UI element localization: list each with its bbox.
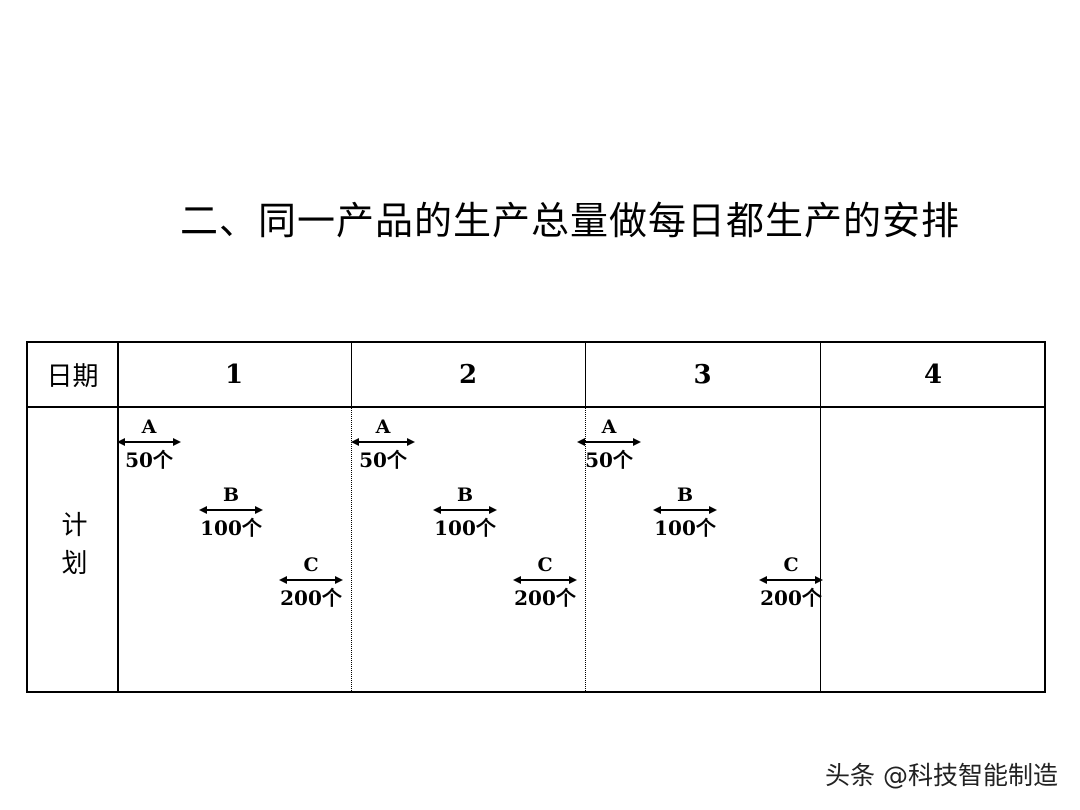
task-quantity: 200个 [514,586,576,610]
double-arrow-icon [513,576,577,584]
task-3-c: C 200个 [756,555,826,609]
label-column [28,343,119,691]
double-arrow-icon [117,438,181,446]
task-3-a: A 50个 [574,417,644,471]
task-1-a: A 50个 [114,417,184,471]
double-arrow-icon [759,576,823,584]
header-divider-2 [585,343,586,406]
task-quantity: 100个 [434,516,496,540]
day-header-4: 4 [923,359,943,390]
day-header-1: 1 [224,359,244,390]
source-watermark: 头条 @科技智能制造 [825,761,1058,790]
task-quantity: 50个 [359,448,407,472]
task-name: C [783,554,799,576]
date-label: 日期 [46,362,99,392]
task-quantity: 200个 [760,586,822,610]
task-2-a: A 50个 [348,417,418,471]
day-divider-3 [820,343,821,691]
plan-label: 计划 [57,511,87,587]
task-quantity: 50个 [585,448,633,472]
task-3-b: B 100个 [650,485,720,539]
task-name: A [375,416,391,438]
double-arrow-icon [577,438,641,446]
task-quantity: 50个 [125,448,173,472]
header-divider-1 [351,343,352,406]
task-name: C [537,554,553,576]
double-arrow-icon [351,438,415,446]
page-title-text: 二、同一产品的生产总量做每日都生产的安排 [179,199,960,243]
task-1-c: C 200个 [276,555,346,609]
task-name: A [601,416,617,438]
date-header-row [28,343,1044,408]
task-1-b: B 100个 [196,485,266,539]
task-name: B [676,484,694,506]
task-name: A [141,416,157,438]
double-arrow-icon [433,506,497,514]
day-header-2: 2 [458,359,478,390]
plan-divider-2 [585,406,586,691]
task-name: B [456,484,474,506]
task-quantity: 100个 [200,516,262,540]
double-arrow-icon [653,506,717,514]
task-2-b: B 100个 [430,485,500,539]
schedule-table: 日期 计划 1 2 3 4 A 50个 B 100个 C 200个 A 50个 … [26,341,1046,693]
task-2-c: C 200个 [510,555,580,609]
task-quantity: 100个 [654,516,716,540]
page-title: 二、同一产品的生产总量做每日都生产的安排 [0,190,1080,245]
task-quantity: 200个 [280,586,342,610]
double-arrow-icon [199,506,263,514]
plan-divider-1 [351,406,352,691]
double-arrow-icon [279,576,343,584]
day-header-3: 3 [693,359,712,390]
task-name: C [303,554,319,576]
task-name: B [222,484,240,506]
